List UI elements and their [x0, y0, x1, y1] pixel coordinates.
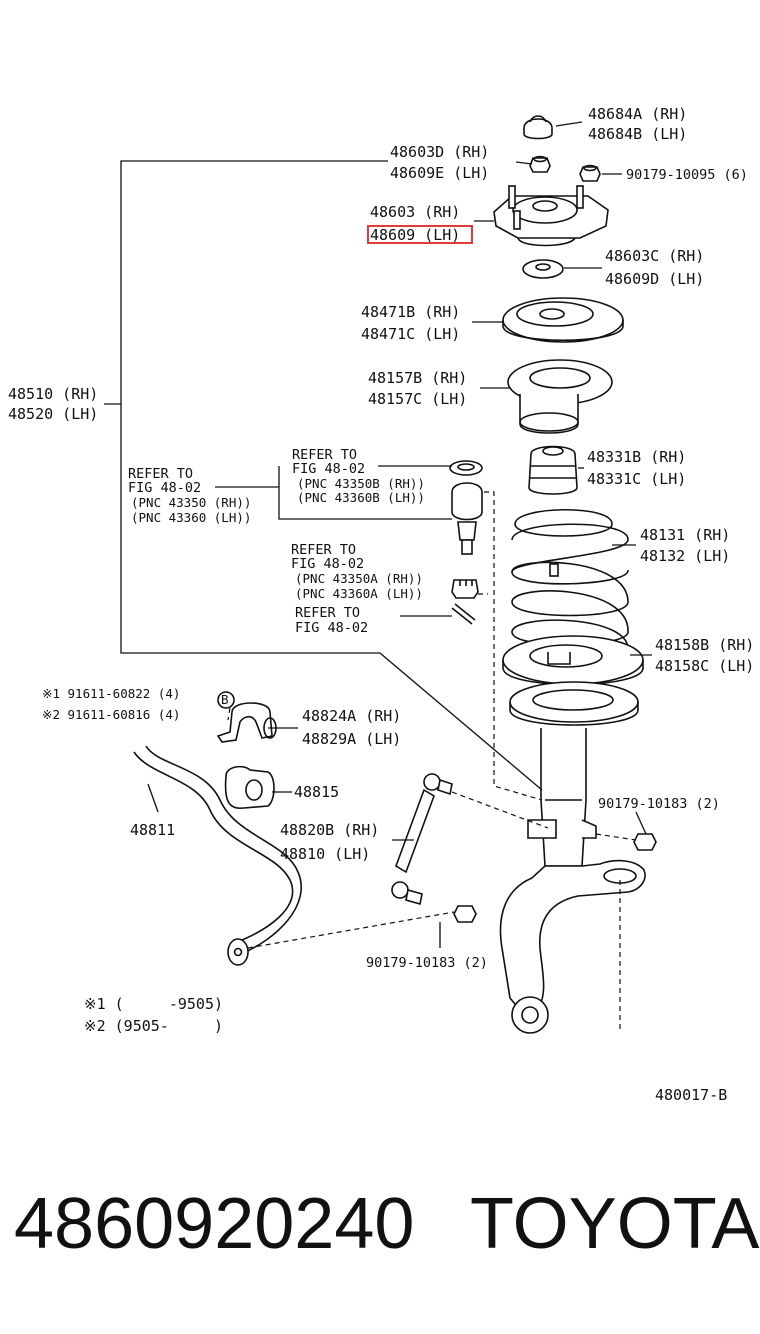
label-48609-highlighted: 48609 (LH) [370, 226, 460, 244]
stabilizer-link-part [391, 773, 453, 906]
label-48609d: 48609D (LH) [605, 270, 704, 288]
ref3-line1: REFER TO [291, 542, 356, 558]
dashed-lines [227, 491, 637, 1030]
link-nut-part [453, 905, 477, 923]
ref1-line2: FIG 48-02 [292, 461, 365, 477]
part-number: 4860920240 [14, 1184, 415, 1264]
label-48824a: 48824A (RH) [302, 707, 401, 725]
dust-cap-part [523, 115, 553, 140]
flange-nut-part [579, 164, 601, 182]
castle-nut-part [451, 579, 479, 599]
label-48471b: 48471B (RH) [361, 303, 460, 321]
ref1-line4: (PNC 43360B (LH)) [297, 490, 425, 505]
label-48684a: 48684A (RH) [588, 105, 687, 123]
shock-absorber-part [509, 681, 639, 867]
stabilizer-bar-part [133, 745, 302, 966]
ref4-line1: REFER TO [295, 605, 360, 621]
ref2-line4: (PNC 43360 (LH)) [131, 510, 251, 525]
bump-stopper-part [528, 445, 578, 495]
label-90179-10183-lower: 90179-10183 (2) [366, 955, 488, 971]
label-48131: 48131 (RH) [640, 526, 730, 544]
label-48684b: 48684B (LH) [588, 125, 687, 143]
coil-spring-part [511, 508, 629, 651]
ball-joint-part [449, 460, 483, 555]
label-48158b: 48158B (RH) [655, 636, 754, 654]
label-48609e: 48609E (LH) [390, 164, 489, 182]
mount-washer-part [522, 259, 564, 279]
steering-knuckle-part [499, 859, 646, 1034]
ref1-line1: REFER TO [292, 447, 357, 463]
ref1-line3: (PNC 43350B (RH)) [297, 476, 425, 491]
ref2-line1: REFER TO [128, 466, 193, 482]
ref2-line2: FIG 48-02 [128, 480, 201, 496]
stabilizer-bracket-part [216, 691, 277, 743]
suspension-support-part [493, 185, 609, 247]
label-48331b: 48331B (RH) [587, 448, 686, 466]
lower-insulator-part [502, 635, 644, 686]
note-1: ※1 ( -9505) [84, 995, 223, 1013]
leader-lines [104, 121, 652, 948]
ref2-line3: (PNC 43350 (RH)) [131, 495, 251, 510]
label-91611-60822: ※1 91611-60822 (4) [42, 686, 180, 701]
label-48811: 48811 [130, 821, 175, 839]
label-91611-60816: ※2 91611-60816 (4) [42, 707, 180, 722]
ref3-line2: FIG 48-02 [291, 556, 364, 572]
label-90179-10095: 90179-10095 (6) [626, 167, 748, 183]
label-48157b: 48157B (RH) [368, 369, 467, 387]
label-48829a: 48829A (LH) [302, 730, 401, 748]
upper-spring-seat-part [507, 359, 613, 434]
brand-name: TOYOTA [470, 1184, 760, 1264]
stabilizer-bushing-part [224, 765, 275, 809]
label-48520: 48520 (LH) [8, 405, 98, 423]
label-90179-10183-right: 90179-10183 (2) [598, 796, 720, 812]
spring-insulator-part [502, 297, 624, 343]
label-48157c: 48157C (LH) [368, 390, 467, 408]
label-48603d: 48603D (RH) [390, 143, 489, 161]
cotter-pin-part [451, 603, 476, 625]
label-48603c: 48603C (RH) [605, 247, 704, 265]
mount-nut-part [529, 155, 551, 173]
label-48510: 48510 (RH) [8, 385, 98, 403]
figure-id: 480017-B [655, 1086, 727, 1104]
knuckle-nut-part [633, 833, 657, 851]
ref3-line4: (PNC 43360A (LH)) [295, 586, 423, 601]
label-48158c: 48158C (LH) [655, 657, 754, 675]
label-48815: 48815 [294, 783, 339, 801]
label-48603: 48603 (RH) [370, 203, 460, 221]
label-48810: 48810 (LH) [280, 845, 370, 863]
ref3-line3: (PNC 43350A (RH)) [295, 571, 423, 586]
bolt-letter-b: B [221, 692, 229, 707]
label-48132: 48132 (LH) [640, 547, 730, 565]
highlight-box [367, 225, 473, 244]
note-2: ※2 (9505- ) [84, 1017, 223, 1035]
ref4-line2: FIG 48-02 [295, 620, 368, 636]
label-48331c: 48331C (LH) [587, 470, 686, 488]
label-48820b: 48820B (RH) [280, 821, 379, 839]
label-48471c: 48471C (LH) [361, 325, 460, 343]
